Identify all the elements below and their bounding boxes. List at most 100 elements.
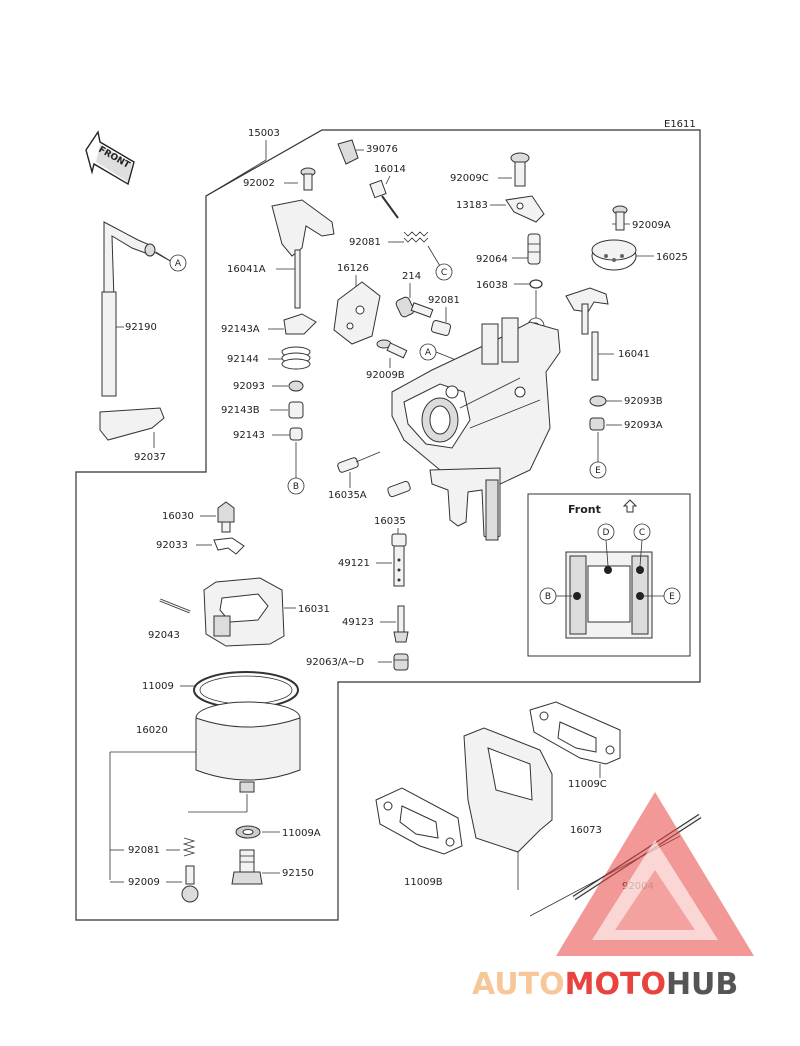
label-39076: 39076 xyxy=(366,144,398,155)
svg-text:B: B xyxy=(293,482,299,492)
screw-92009B xyxy=(376,339,408,359)
label-92190: 92190 xyxy=(125,322,157,333)
cover-16025 xyxy=(591,239,637,271)
svg-text:A: A xyxy=(425,348,432,358)
clip-92033 xyxy=(213,537,245,555)
screw-92002 xyxy=(300,167,316,191)
screw-92009A xyxy=(612,205,628,231)
label-16031: 16031 xyxy=(298,604,330,615)
washer-92093A xyxy=(589,417,605,431)
lever-16041A xyxy=(271,199,335,309)
washer-92093B xyxy=(589,395,607,407)
svg-text:C: C xyxy=(441,268,447,278)
carburetor-body xyxy=(391,317,561,541)
fuel-hose-group xyxy=(99,221,173,448)
washer-11009A xyxy=(235,825,261,839)
label-92144: 92144 xyxy=(227,354,259,365)
inset-title: Front xyxy=(568,503,601,516)
front-arrow: FRONT xyxy=(85,130,135,186)
label-16038: 16038 xyxy=(476,280,508,291)
label-16020: 16020 xyxy=(136,725,168,736)
washer-92093 xyxy=(288,380,304,392)
label-13183: 13183 xyxy=(456,200,488,211)
plate-92143A xyxy=(283,313,317,335)
svg-text:B: B xyxy=(545,592,551,602)
svg-text:E: E xyxy=(669,592,675,602)
label-11009A: 11009A xyxy=(282,828,321,839)
emulsion-tube-49121 xyxy=(391,533,407,587)
inset-front-view: Front D C B E xyxy=(527,493,691,657)
label-92143A: 92143A xyxy=(221,324,260,335)
screw-214 xyxy=(395,296,434,318)
callout-E-right: E xyxy=(589,461,607,479)
label-92063: 92063/A~D xyxy=(306,657,364,668)
label-92043: 92043 xyxy=(148,630,180,641)
bracket-13183 xyxy=(505,195,545,223)
label-214: 214 xyxy=(402,271,421,282)
reference-code: E1611 xyxy=(664,119,696,130)
collar-92143B xyxy=(288,401,304,419)
label-15003: 15003 xyxy=(248,128,280,139)
spring-92081-mid xyxy=(430,320,452,336)
hose-end xyxy=(144,243,156,257)
clip-39076 xyxy=(337,139,359,165)
spring-92081-top xyxy=(403,231,429,243)
label-16025: 16025 xyxy=(656,252,688,263)
label-16014: 16014 xyxy=(374,164,406,175)
label-16041: 16041 xyxy=(618,349,650,360)
screw-92009 xyxy=(181,865,199,903)
bolt-92150 xyxy=(231,849,263,885)
label-92143B: 92143B xyxy=(221,405,260,416)
hose-clip xyxy=(99,407,165,441)
label-92093A: 92093A xyxy=(624,420,663,431)
callout-B-left: B xyxy=(287,477,305,495)
main-jet-92063 xyxy=(393,653,409,671)
jet-92064 xyxy=(527,233,541,265)
label-92143: 92143 xyxy=(233,430,265,441)
label-49123: 49123 xyxy=(342,617,374,628)
label-11009C: 11009C xyxy=(568,779,607,790)
lever-16041 xyxy=(565,287,609,381)
svg-text:A: A xyxy=(175,259,182,269)
label-92037: 92037 xyxy=(134,452,166,463)
label-92064: 92064 xyxy=(476,254,508,265)
float-bowl-16020 xyxy=(195,701,301,793)
label-92150: 92150 xyxy=(282,868,314,879)
label-92009: 92009 xyxy=(128,877,160,888)
float-16031 xyxy=(203,577,285,647)
label-16035: 16035 xyxy=(374,516,406,527)
label-11009: 11009 xyxy=(142,681,174,692)
watermark-text: AUTOMOTOHUB xyxy=(472,967,738,1002)
label-16126: 16126 xyxy=(337,263,369,274)
label-92093B: 92093B xyxy=(624,396,663,407)
label-49121: 49121 xyxy=(338,558,370,569)
label-92009C: 92009C xyxy=(450,173,489,184)
main-frame xyxy=(75,129,701,921)
label-16041A: 16041A xyxy=(227,264,266,275)
label-11009B: 11009B xyxy=(404,877,443,888)
fuel-hose-upper xyxy=(103,221,153,301)
callout-C-top: C xyxy=(435,263,453,281)
pin-92043 xyxy=(159,598,191,614)
svg-text:E: E xyxy=(595,466,601,476)
o-ring-16038 xyxy=(529,279,543,289)
label-92002: 92002 xyxy=(243,178,275,189)
callout-A-left: A xyxy=(153,251,187,272)
needle-16014 xyxy=(369,179,399,219)
spring-92144 xyxy=(281,346,311,370)
screw-92009C xyxy=(510,152,530,187)
gasket-11009C xyxy=(529,701,621,765)
plug-near-16035A xyxy=(387,480,411,498)
jet-16035A xyxy=(337,451,381,473)
insulator-16073 xyxy=(463,727,553,890)
watermark-logo xyxy=(556,792,754,956)
label-92009B: 92009B xyxy=(366,370,405,381)
label-92081-top: 92081 xyxy=(349,237,381,248)
label-92093: 92093 xyxy=(233,381,265,392)
needle-16030 xyxy=(217,501,235,533)
label-92081-bottom: 92081 xyxy=(128,845,160,856)
svg-text:C: C xyxy=(639,528,645,538)
fuel-hose-lower xyxy=(101,291,117,397)
jet-49123 xyxy=(393,605,409,643)
